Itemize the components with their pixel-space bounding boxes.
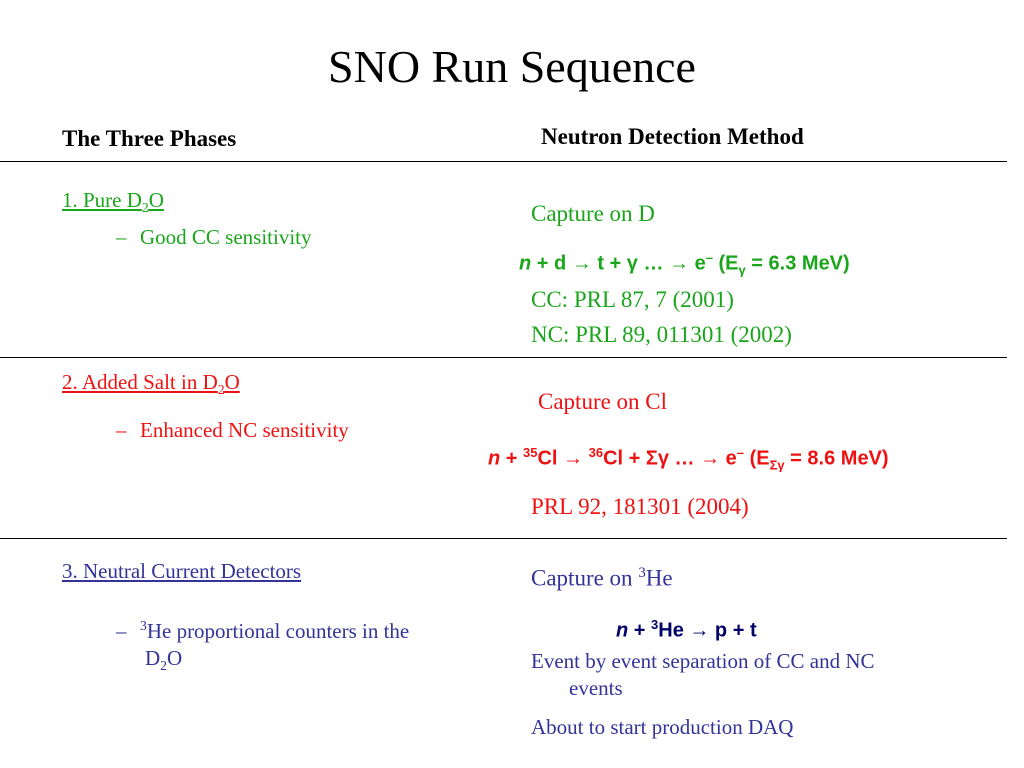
phase3-bullet: –3He proportional counters in the D2O (116, 612, 409, 679)
phase2-bullet-dash: – (116, 418, 127, 442)
phase1-eq-rest: + d → t + γ … → e (531, 252, 706, 275)
phase3-eq-plus: + (628, 619, 652, 642)
phase3-equation: n + 3He → p + t (616, 617, 757, 643)
phase3-eq-rest: He → p + t (658, 619, 757, 642)
phase3-bullet-sub: 2 (160, 658, 167, 674)
phase1-eq-eopen: (E (712, 252, 739, 275)
phase2-eq-n: n (488, 447, 501, 470)
phase1-bullet-text: Good CC sensitivity (140, 225, 312, 249)
phase1-eq-esub: γ (738, 262, 746, 278)
phase2-label[interactable]: 2. Added Salt in D2O (62, 370, 240, 398)
phase1-eq-eclose: = 6.3 MeV) (745, 252, 850, 275)
phase3-bullet-text: He proportional counters in the (146, 619, 410, 643)
page-title: SNO Run Sequence (328, 41, 696, 92)
phase1-label[interactable]: 1. Pure D2O (62, 188, 164, 216)
phase3-capture-sup: 3 (638, 565, 646, 581)
phase3-bullet-d: D (145, 646, 161, 670)
phase3-note-line1: Event by event separation of CC and NC (531, 649, 875, 673)
phase3-capture-text: Capture on (531, 565, 639, 591)
phase3-bullet-line1: –3He proportional counters in the (116, 612, 409, 645)
phase3-note2: About to start production DAQ (531, 715, 794, 739)
phase3-bullet-o: O (167, 646, 183, 670)
phase1-eq-n: n (519, 252, 532, 275)
phase2-eq-eopen: (E (744, 447, 770, 470)
phase3-note-line2: events (569, 676, 623, 700)
phase2-eq-eclose: = 8.6 MeV) (784, 447, 889, 470)
phase2-label-post: O (224, 370, 240, 394)
phase3-capture: Capture on 3He (531, 565, 673, 592)
phase2-bullet-text: Enhanced NC sensitivity (140, 418, 349, 442)
phase1-bullet: –Good CC sensitivity (116, 225, 312, 250)
phase1-label-text: 1. Pure D (62, 188, 142, 212)
phase2-eq-cl2: Cl + Σγ … → e (603, 447, 737, 470)
divider-top (0, 161, 1007, 162)
phase2-ref: PRL 92, 181301 (2004) (531, 494, 749, 519)
phase3-bullet-sup: 3 (140, 618, 147, 633)
phase2-eq-sup-minus: – (736, 445, 745, 460)
phase3-eq-sup: 3 (651, 617, 659, 632)
divider-middle (0, 357, 1007, 358)
phase2-label-sub: 2 (217, 382, 225, 398)
phase1-label-post: O (148, 188, 164, 212)
phase2-eq-sup36: 36 (588, 445, 604, 460)
phase3-bullet-line2: D2O (116, 645, 409, 679)
phase2-eq-plus: + (500, 447, 524, 470)
header-neutron-detection-method: Neutron Detection Method (541, 124, 804, 149)
header-three-phases: The Three Phases (62, 126, 237, 151)
phase1-ref-cc: CC: PRL 87, 7 (2001) (531, 287, 734, 312)
phase1-equation: n + d → t + γ … → e– (Eγ = 6.3 MeV) (519, 250, 850, 278)
phase3-label[interactable]: 3. Neutral Current Detectors (62, 559, 302, 583)
phase2-equation: n + 35Cl → 36Cl + Σγ … → e– (EΣγ = 8.6 M… (488, 445, 889, 473)
phase1-capture: Capture on D (531, 201, 655, 226)
phase3-bullet-dash: – (116, 619, 127, 643)
phase2-capture: Capture on Cl (538, 389, 668, 414)
phase3-eq-n: n (616, 619, 629, 642)
phase1-bullet-dash: – (116, 225, 127, 249)
phase1-label-sub: 2 (141, 200, 149, 216)
phase3-capture-he: He (645, 565, 673, 591)
phase1-ref-nc: NC: PRL 89, 011301 (2002) (531, 322, 792, 347)
phase2-eq-cl1: Cl → (537, 447, 589, 470)
phase2-bullet: –Enhanced NC sensitivity (116, 418, 349, 443)
phase2-eq-esub: Σγ (769, 457, 785, 473)
phase3-note: Event by event separation of CC and NC e… (531, 648, 875, 702)
divider-bottom (0, 538, 1007, 539)
phase2-label-text: 2. Added Salt in D (62, 370, 218, 394)
phase1-eq-sup: – (705, 250, 713, 265)
phase2-eq-sup35: 35 (523, 445, 538, 460)
